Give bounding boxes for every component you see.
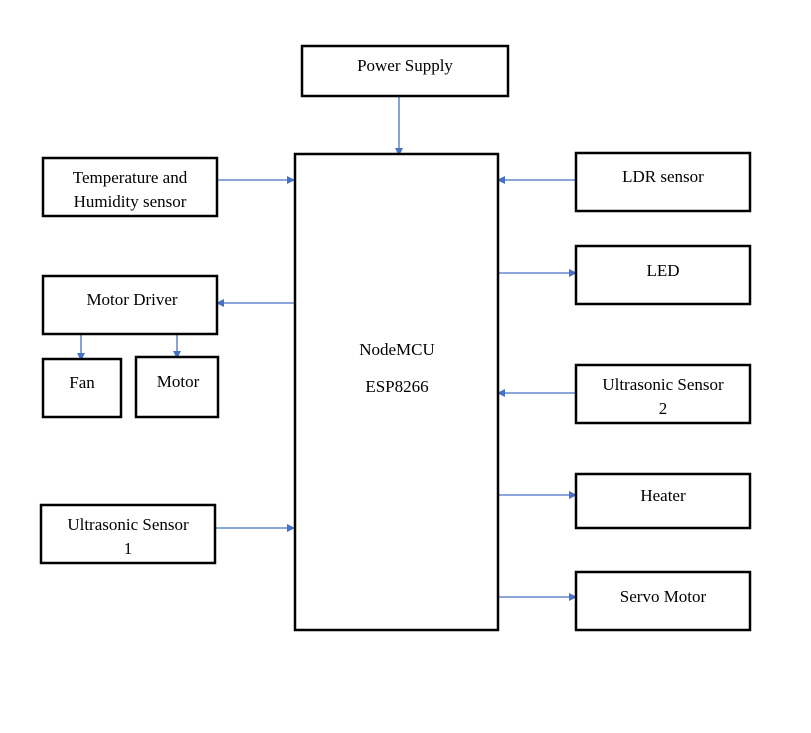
temperature-humidity-label-line2: Humidity sensor xyxy=(74,192,187,211)
ldr-sensor-label: LDR sensor xyxy=(622,167,704,186)
temperature-humidity-label-line1: Temperature and xyxy=(73,168,188,187)
nodemcu-label-line2: ESP8266 xyxy=(365,377,428,396)
heater-block: Heater xyxy=(574,472,752,530)
ultrasonic-sensor-2-label-line1: Ultrasonic Sensor xyxy=(602,375,724,394)
ultrasonic-sensor-1-block: Ultrasonic Sensor 1 xyxy=(39,503,217,565)
nodemcu-block: NodeMCU ESP8266 xyxy=(293,152,500,632)
heater-label: Heater xyxy=(640,486,686,505)
ldr-sensor-block: LDR sensor xyxy=(574,151,752,213)
motor-block: Motor xyxy=(134,355,220,419)
nodemcu-label-line1: NodeMCU xyxy=(359,340,435,359)
ultrasonic-sensor-1-label-line2: 1 xyxy=(124,539,133,558)
fan-label: Fan xyxy=(69,373,95,392)
motor-label: Motor xyxy=(157,372,200,391)
servo-motor-block: Servo Motor xyxy=(574,570,752,632)
led-label: LED xyxy=(646,261,679,280)
temperature-humidity-sensor-block: Temperature and Humidity sensor xyxy=(41,156,219,218)
power-supply-label: Power Supply xyxy=(357,56,453,75)
ultrasonic-sensor-1-label-line1: Ultrasonic Sensor xyxy=(67,515,189,534)
led-block: LED xyxy=(574,244,752,306)
ultrasonic-sensor-2-block: Ultrasonic Sensor 2 xyxy=(574,363,752,425)
fan-block: Fan xyxy=(41,357,123,419)
power-supply-block: Power Supply xyxy=(300,44,510,98)
motor-driver-block: Motor Driver xyxy=(41,274,219,336)
servo-motor-label: Servo Motor xyxy=(620,587,707,606)
motor-driver-label: Motor Driver xyxy=(86,290,177,309)
ultrasonic-sensor-2-label-line2: 2 xyxy=(659,399,668,418)
